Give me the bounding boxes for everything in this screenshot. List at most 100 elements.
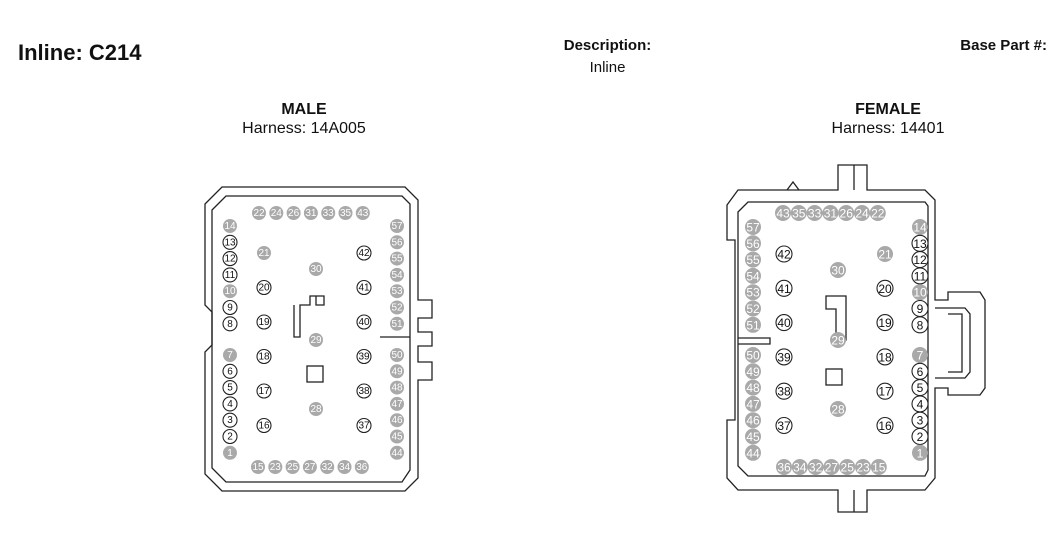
male-pin-label-15: 15 — [252, 462, 264, 473]
male-pin-49 — [390, 364, 404, 379]
female-pin-32 — [807, 459, 824, 475]
male-pin-label-41: 41 — [358, 283, 370, 294]
male-pin-label-9: 9 — [227, 303, 233, 314]
male-pin-label-3: 3 — [227, 415, 233, 426]
male-pin-56 — [390, 235, 404, 250]
female-pin-51 — [745, 316, 761, 333]
male-pin-7 — [223, 348, 237, 362]
male-pin-23 — [268, 460, 283, 474]
male-pin-label-36: 36 — [356, 462, 368, 473]
female-pin-label-52: 52 — [746, 302, 760, 316]
male-pin-label-18: 18 — [258, 352, 270, 363]
male-pin-30 — [309, 262, 323, 276]
description-label: Description: — [563, 37, 652, 54]
female-pin-label-3: 3 — [917, 414, 924, 428]
female-pin-27 — [823, 459, 840, 475]
female-pin-17 — [876, 382, 894, 400]
female-pin-label-29: 29 — [831, 334, 845, 348]
female-pin-label-17: 17 — [878, 385, 892, 399]
female-pin-42 — [775, 245, 793, 263]
female-pin-label-31: 31 — [824, 207, 838, 221]
male-pin-32 — [320, 460, 335, 474]
female-pin-40 — [775, 314, 793, 332]
male-pin-label-33: 33 — [323, 208, 335, 219]
male-pin-label-32: 32 — [322, 462, 334, 473]
male-pin-label-20: 20 — [258, 283, 270, 294]
female-pin-37 — [775, 416, 793, 435]
male-pin-label-38: 38 — [358, 386, 370, 397]
female-pin-label-30: 30 — [831, 264, 845, 278]
female-pin-label-44: 44 — [746, 446, 760, 460]
female-pin-49 — [745, 363, 761, 380]
male-pin-label-25: 25 — [287, 462, 299, 473]
male-pin-label-54: 54 — [391, 270, 403, 281]
female-pin-57 — [745, 219, 761, 235]
female-pin-label-40: 40 — [777, 316, 791, 330]
male-pin-41 — [356, 279, 372, 296]
female-pin-label-9: 9 — [917, 302, 924, 316]
male-pin-14 — [223, 219, 237, 233]
male-pin-label-43: 43 — [357, 208, 369, 219]
male-pin-48 — [390, 380, 404, 395]
male-pin-label-42: 42 — [358, 248, 370, 259]
male-pin-label-5: 5 — [227, 383, 233, 394]
female-pin-label-20: 20 — [878, 282, 892, 296]
male-pin-label-31: 31 — [305, 208, 317, 219]
female-pin-label-18: 18 — [878, 350, 892, 364]
male-pin-24 — [269, 206, 284, 220]
male-pin-label-1: 1 — [227, 448, 233, 459]
male-pin-9 — [222, 299, 238, 316]
male-pin-5 — [222, 380, 238, 396]
female-pin-41 — [775, 279, 793, 297]
female-pin-label-21: 21 — [878, 248, 892, 262]
female-pin-46 — [745, 412, 761, 429]
description-value: Inline — [589, 59, 626, 76]
female-pin-44 — [745, 444, 761, 461]
male-pin-label-26: 26 — [288, 208, 300, 219]
female-caption: FEMALE Harness: 14401 — [768, 100, 1008, 138]
female-pin-label-42: 42 — [777, 248, 791, 262]
male-pin-label-49: 49 — [391, 366, 403, 377]
male-pin-57 — [390, 219, 404, 233]
male-pin-label-57: 57 — [391, 221, 403, 232]
male-pin-19 — [256, 314, 272, 330]
male-pin-12 — [222, 251, 238, 267]
female-pin-label-55: 55 — [746, 253, 760, 267]
female-pin-19 — [876, 314, 894, 332]
female-title: FEMALE — [855, 101, 921, 118]
male-pin-47 — [390, 396, 404, 411]
male-pin-label-16: 16 — [258, 421, 270, 432]
female-pin-label-35: 35 — [792, 207, 806, 221]
female-pin-31 — [822, 205, 839, 221]
male-pin-label-52: 52 — [391, 303, 403, 314]
female-pin-18 — [876, 348, 894, 366]
male-pin-label-45: 45 — [391, 432, 403, 443]
male-pin-51 — [390, 316, 404, 331]
male-pin-45 — [390, 429, 404, 444]
female-pin-48 — [745, 379, 761, 396]
female-pin-label-57: 57 — [746, 221, 760, 235]
female-pin-7 — [912, 347, 928, 363]
male-pin-2 — [222, 428, 238, 445]
female-pin-24 — [854, 205, 870, 221]
male-pin-26 — [286, 206, 301, 220]
female-pin-23 — [855, 459, 871, 475]
male-pin-label-35: 35 — [340, 208, 352, 219]
male-pin-42 — [356, 245, 372, 261]
male-pin-label-29: 29 — [310, 335, 322, 346]
female-pin-2 — [911, 427, 929, 446]
female-pin-label-19: 19 — [878, 316, 892, 330]
male-harness: Harness: 14A005 — [242, 120, 366, 137]
female-pin-45 — [745, 428, 761, 445]
female-pin-55 — [745, 251, 761, 268]
female-pin-label-38: 38 — [777, 385, 791, 399]
male-pin-27 — [302, 460, 317, 474]
female-pin-33 — [806, 205, 823, 221]
male-pin-label-53: 53 — [391, 286, 403, 297]
female-pin-label-34: 34 — [793, 461, 807, 475]
male-pin-37 — [356, 417, 372, 434]
male-caption: MALE Harness: 14A005 — [184, 100, 424, 138]
female-pin-label-48: 48 — [746, 381, 760, 395]
